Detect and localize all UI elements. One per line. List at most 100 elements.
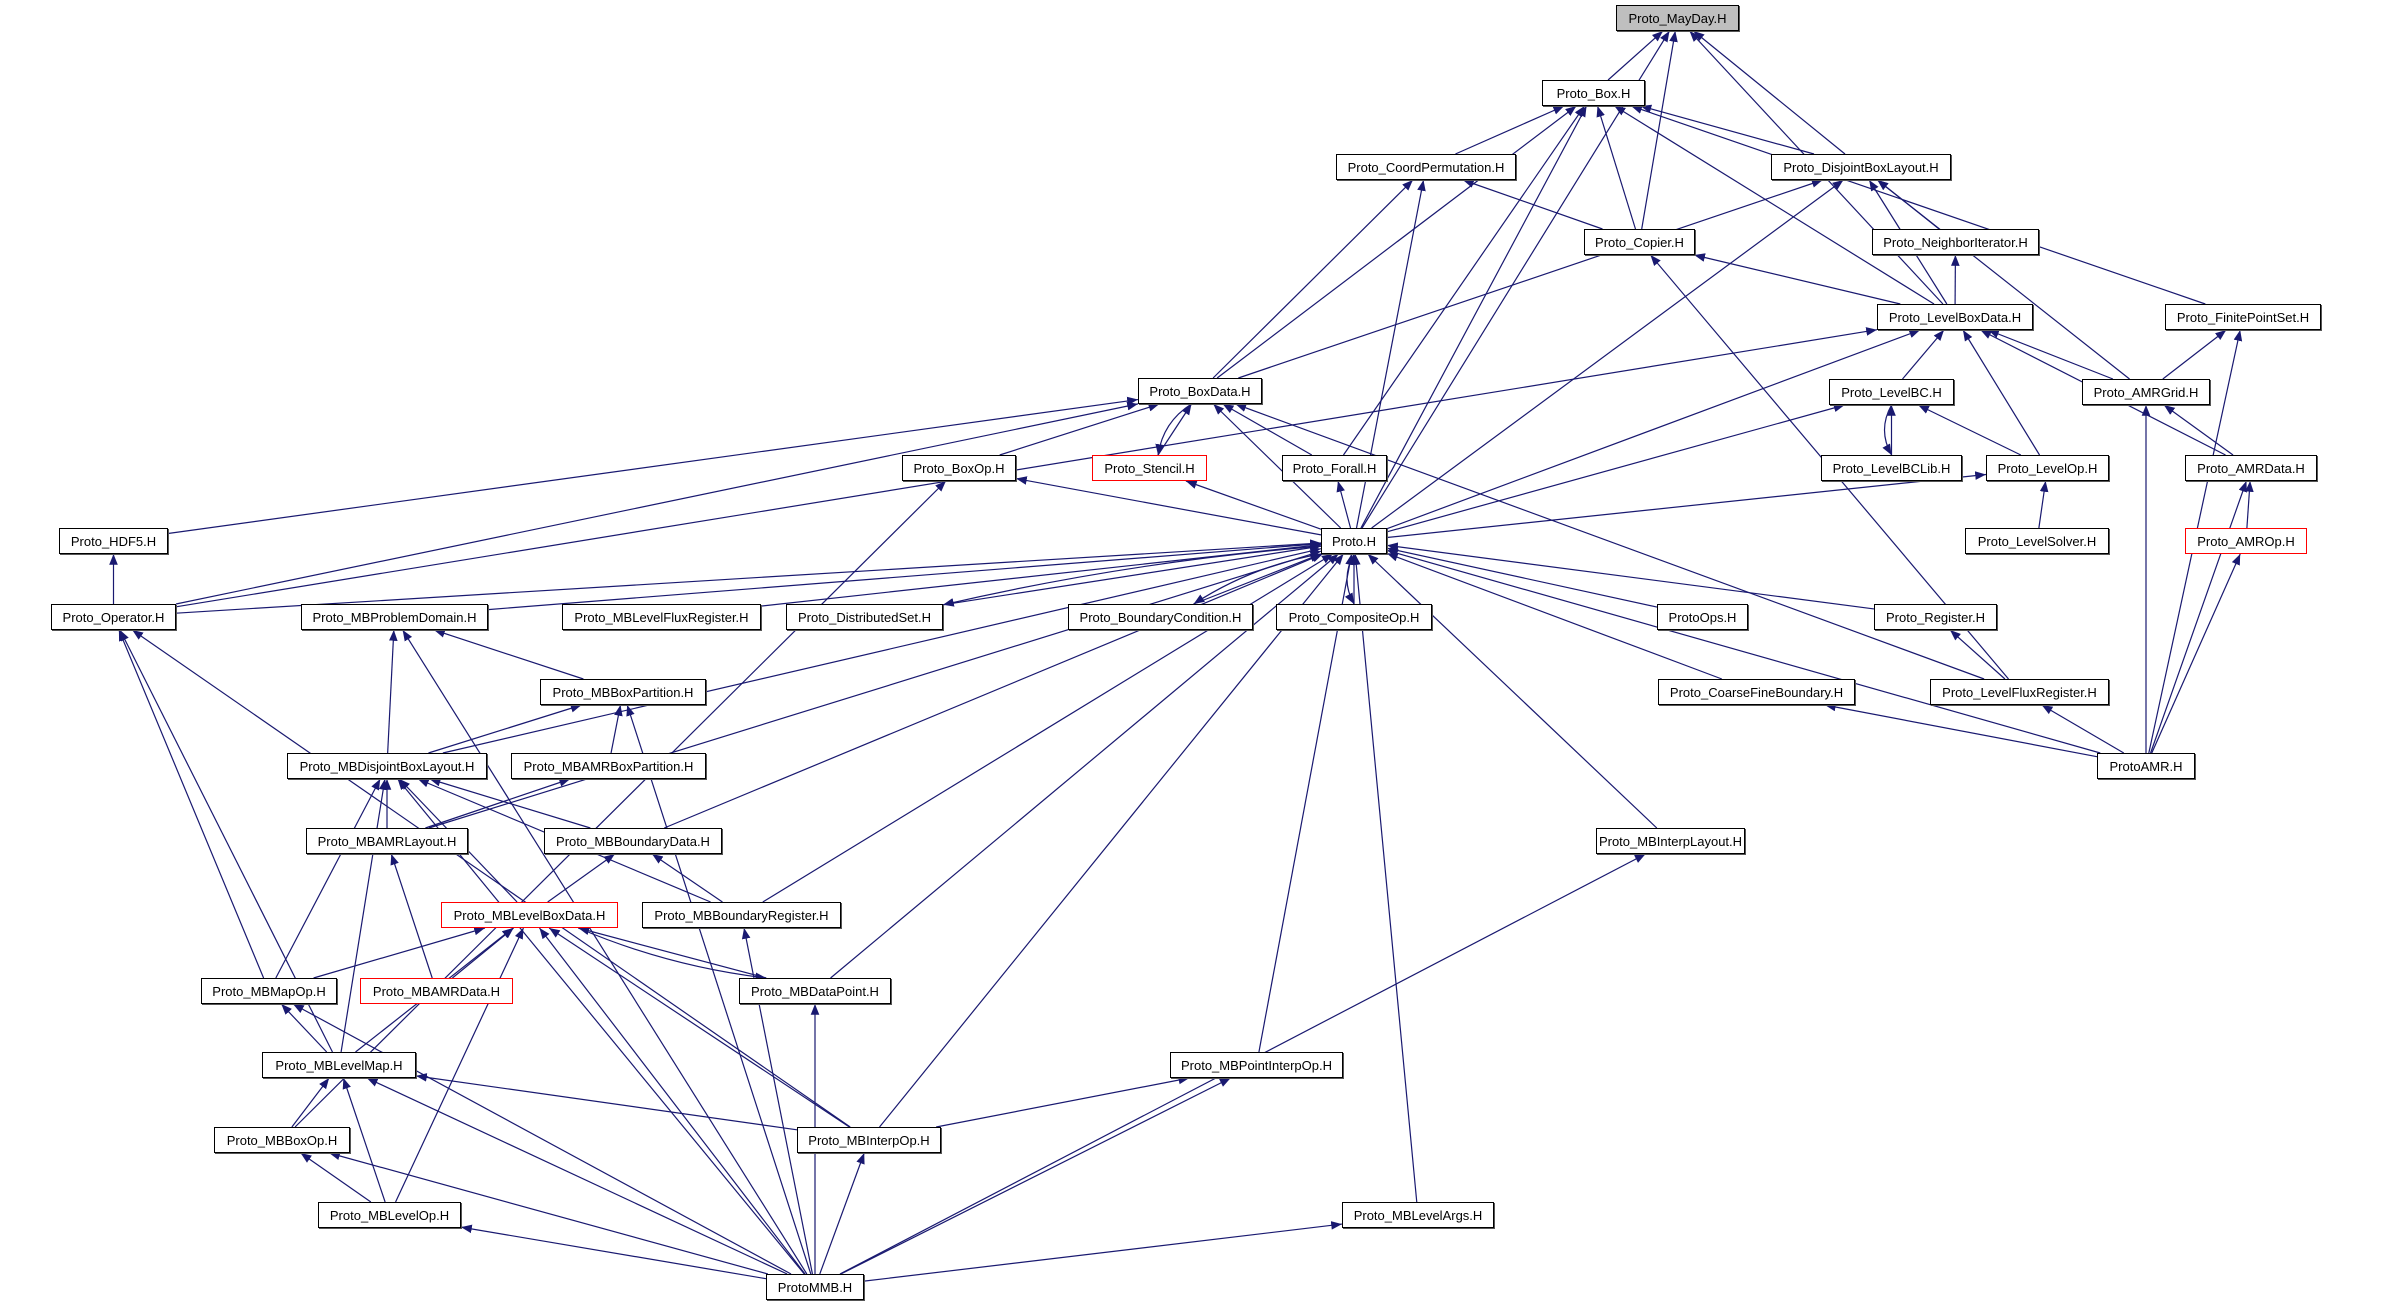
edge-levelfluxreg-to-register (1949, 629, 2006, 680)
node-box[interactable]: Proto_Box.H (1542, 80, 1645, 106)
node-mbboundarydata[interactable]: Proto_MBBoundaryData.H (544, 828, 722, 854)
edge-proto-to-boxop (1015, 476, 1322, 536)
node-mblevelfluxreg[interactable]: Proto_MBLevelFluxRegister.H (562, 604, 761, 630)
edge-mbinterpop-to-proto (879, 553, 1344, 1128)
node-mbboundaryreg[interactable]: Proto_MBBoundaryRegister.H (642, 902, 841, 928)
edge-protommb-to-mblevelmap (366, 1077, 788, 1275)
node-amrop[interactable]: Proto_AMROp.H (2185, 528, 2307, 554)
edge-levelbc-to-levelbclib (1882, 404, 1893, 456)
node-register[interactable]: Proto_Register.H (1874, 604, 1997, 630)
edge-mblevelmap-to-mbdbl (340, 778, 388, 1053)
edge-mbinterpop-to-operator (131, 629, 851, 1128)
node-mblevelmap[interactable]: Proto_MBLevelMap.H (262, 1052, 416, 1078)
edge-levelboxdata-to-copier (1694, 253, 1901, 305)
edge-forall-to-boxdata (1222, 403, 1313, 456)
node-label: Proto_MBPointInterpOp.H (1180, 1057, 1333, 1073)
node-label: Proto_LevelBCLib.H (1832, 460, 1951, 476)
node-stencil[interactable]: Proto_Stencil.H (1092, 455, 1207, 481)
node-label: Proto.H (1331, 533, 1377, 549)
node-levelfluxreg[interactable]: Proto_LevelFluxRegister.H (1930, 679, 2109, 705)
edge-mbmapop-to-operator (118, 629, 265, 979)
node-label: Proto_MBBoundaryData.H (556, 833, 710, 849)
edge-mbamrlayout-to-mbamrboxpartition (425, 778, 571, 829)
node-boxdata[interactable]: Proto_BoxData.H (1138, 378, 1262, 404)
edge-boxop-to-boxdata (999, 403, 1160, 456)
node-protommb[interactable]: ProtoMMB.H (766, 1274, 864, 1300)
edge-coarsefine-to-proto (1386, 552, 1723, 680)
edge-mbdatapoint-to-proto (830, 553, 1339, 979)
node-proto[interactable]: Proto.H (1321, 528, 1387, 554)
node-coordperm[interactable]: Proto_CoordPermutation.H (1336, 154, 1516, 180)
node-mbdatapoint[interactable]: Proto_MBDataPoint.H (739, 978, 891, 1004)
node-operator[interactable]: Proto_Operator.H (51, 604, 176, 630)
node-mbboxpartition[interactable]: Proto_MBBoxPartition.H (540, 679, 706, 705)
edge-mblevelmap-to-mbmapop (280, 1003, 328, 1053)
edge-mbboundaryreg-to-mbboundarydata (651, 853, 723, 903)
node-label: Proto_LevelOp.H (1997, 460, 2098, 476)
node-mblevelop[interactable]: Proto_MBLevelOp.H (318, 1202, 461, 1228)
edge-copier-to-box (1596, 105, 1637, 230)
node-dbl[interactable]: Proto_DisjointBoxLayout.H (1771, 154, 1951, 180)
node-mbinterpop[interactable]: Proto_MBInterpOp.H (797, 1127, 941, 1153)
node-mblevelargs[interactable]: Proto_MBLevelArgs.H (1342, 1202, 1494, 1228)
node-mblevelboxdata[interactable]: Proto_MBLevelBoxData.H (441, 902, 618, 928)
node-mbproblemdomain[interactable]: Proto_MBProblemDomain.H (301, 604, 488, 630)
node-protoops[interactable]: ProtoOps.H (1657, 604, 1748, 630)
node-mbamrboxpartition[interactable]: Proto_MBAMRBoxPartition.H (511, 753, 706, 779)
node-hdf5[interactable]: Proto_HDF5.H (59, 528, 168, 554)
edge-mbmapop-to-mblevelboxdata (313, 926, 486, 979)
edge-amrdata-to-amrgrid (2163, 404, 2234, 456)
edge-mbdbl-to-mbboxpartition (428, 704, 582, 754)
edge-mblevelop-to-mblevelmap (342, 1077, 386, 1203)
edge-protommb-to-mblevelargs (863, 1221, 1343, 1282)
node-finitepointset[interactable]: Proto_FinitePointSet.H (2165, 304, 2321, 330)
node-levelop[interactable]: Proto_LevelOp.H (1986, 455, 2109, 481)
node-mbamrlayout[interactable]: Proto_MBAMRLayout.H (306, 828, 468, 854)
node-mbamrdata[interactable]: Proto_MBAMRData.H (360, 978, 513, 1004)
edge-protommb-to-mblevelboxdata (539, 927, 806, 1275)
node-coarsefine[interactable]: Proto_CoarseFineBoundary.H (1658, 679, 1855, 705)
node-label: Proto_Copier.H (1595, 234, 1684, 250)
edge-proto-to-levelboxdata (1386, 329, 1921, 530)
edge-coordperm-to-box (1455, 105, 1565, 155)
node-boundarycond[interactable]: Proto_BoundaryCondition.H (1068, 604, 1253, 630)
edge-proto-to-boxdata (1212, 403, 1342, 529)
node-forall[interactable]: Proto_Forall.H (1282, 455, 1387, 481)
node-levelsolver[interactable]: Proto_LevelSolver.H (1965, 528, 2109, 554)
node-compositeop[interactable]: Proto_CompositeOp.H (1276, 604, 1432, 630)
edge-mblevelboxdata-to-mbdatapoint (578, 927, 767, 982)
node-levelbc[interactable]: Proto_LevelBC.H (1829, 379, 1954, 405)
node-mbdbl[interactable]: Proto_MBDisjointBoxLayout.H (287, 753, 487, 779)
edge-proto-to-levelbc (1386, 403, 1845, 533)
edge-boxdata-to-dbl (1238, 179, 1823, 379)
node-levelboxdata[interactable]: Proto_LevelBoxData.H (1877, 304, 2033, 330)
node-neighbor[interactable]: Proto_NeighborIterator.H (1872, 229, 2039, 255)
edge-proto-to-coordperm (1355, 179, 1426, 529)
node-mbboxop[interactable]: Proto_MBBoxOp.H (214, 1127, 350, 1153)
node-protoamr[interactable]: ProtoAMR.H (2097, 753, 2195, 779)
edge-levelbc-to-levelboxdata (1902, 329, 1945, 380)
edge-protommb-to-mbboxpartition (626, 704, 812, 1275)
edge-mbboundarydata-to-mbdbl (429, 778, 591, 829)
node-label: Proto_MBMapOp.H (212, 983, 326, 999)
node-distributedset[interactable]: Proto_DistributedSet.H (786, 604, 943, 630)
node-label: ProtoMMB.H (777, 1279, 853, 1295)
node-label: Proto_FinitePointSet.H (2176, 309, 2310, 325)
node-copier[interactable]: Proto_Copier.H (1584, 229, 1695, 255)
node-amrdata[interactable]: Proto_AMRData.H (2185, 455, 2317, 481)
node-mbpointinterpop[interactable]: Proto_MBPointInterpOp.H (1170, 1052, 1343, 1078)
edge-proto-to-distributedset (942, 545, 1322, 607)
node-boxop[interactable]: Proto_BoxOp.H (902, 455, 1016, 481)
node-label: Proto_MBBoxOp.H (226, 1132, 338, 1148)
node-levelbclib[interactable]: Proto_LevelBCLib.H (1821, 455, 1962, 481)
node-amrgrid[interactable]: Proto_AMRGrid.H (2082, 379, 2210, 405)
node-label: Proto_MBAMRData.H (372, 983, 501, 999)
node-label: Proto_MBLevelOp.H (329, 1207, 450, 1223)
node-mbinterplayout[interactable]: Proto_MBInterpLayout.H (1596, 828, 1745, 854)
edge-protommb-to-mbboxop (328, 1151, 769, 1275)
edge-levelop-to-levelboxdata (1962, 329, 2041, 456)
edge-operator-to-proto (175, 539, 1322, 614)
node-label: Proto_HDF5.H (70, 533, 157, 549)
node-mbmapop[interactable]: Proto_MBMapOp.H (201, 978, 337, 1004)
